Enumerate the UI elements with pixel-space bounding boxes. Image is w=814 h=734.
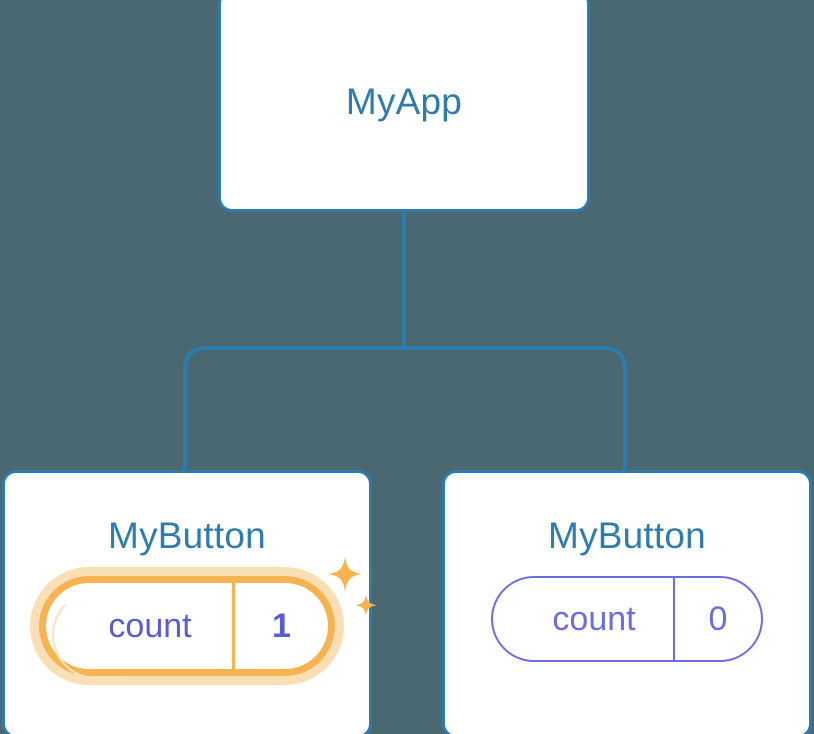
sparkle-large-icon bbox=[328, 556, 362, 592]
prop-pill-highlighted: count 1 bbox=[39, 556, 377, 679]
prop-key: count bbox=[108, 607, 192, 645]
prop-value: 0 bbox=[673, 578, 761, 660]
component-node-title: MyButton bbox=[548, 515, 706, 556]
prop-pill[interactable]: count 1 bbox=[39, 576, 335, 679]
component-node-mybutton-updated[interactable]: MyButton count 1 bbox=[2, 470, 377, 734]
component-node-title: MyButton bbox=[108, 515, 266, 556]
prop-pill[interactable]: count 0 bbox=[491, 576, 763, 662]
prop-value: 1 bbox=[232, 583, 328, 669]
component-node-mybutton-idle[interactable]: MyButton count 0 bbox=[442, 470, 812, 734]
connector-branch-right bbox=[404, 346, 627, 474]
component-node-title: MyApp bbox=[345, 80, 463, 122]
connector-branch-left bbox=[183, 346, 404, 474]
prop-pill-plain: count 0 bbox=[491, 576, 763, 662]
component-node-myapp[interactable]: MyApp bbox=[218, 0, 590, 212]
prop-key: count bbox=[552, 600, 636, 638]
